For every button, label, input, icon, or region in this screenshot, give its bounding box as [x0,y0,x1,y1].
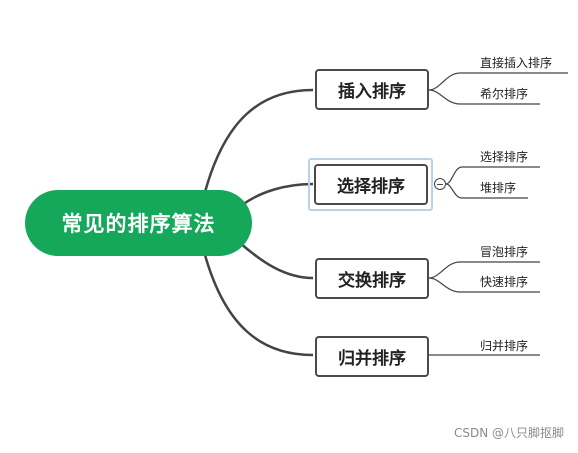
leaf-node-quick-sort[interactable]: 快速排序 [480,275,529,289]
branch-node-exchange-sort[interactable]: 交换排序 [315,258,429,299]
connector-insertion-leaf1 [428,72,568,91]
connector-selection-leaf1 [445,166,540,185]
branch-node-merge-sort[interactable]: 归并排序 [315,336,429,377]
watermark-text: CSDN @八只脚抠脚 [453,426,564,440]
root-node[interactable]: 常见的排序算法 [25,190,252,256]
leaf-node-selection-sort[interactable]: 选择排序 [480,150,529,164]
connector-selection-leaf2 [445,183,528,199]
leaf-node-heap-sort[interactable]: 堆排序 [480,181,517,195]
connector-exchange-leaf2 [428,277,540,293]
branch-node-insertion-sort[interactable]: 插入排序 [315,69,429,110]
selection-highlight-frame [308,158,433,211]
leaf-node-bubble-sort[interactable]: 冒泡排序 [480,245,529,259]
leaf-node-merge-sort[interactable]: 归并排序 [480,339,529,353]
collapse-minus-icon[interactable] [434,178,446,190]
connector-root-selection [241,182,314,207]
connector-root-exchange [239,242,314,280]
branch-node-selection-sort[interactable]: 选择排序 [314,164,428,205]
connector-exchange-leaf1 [428,261,540,279]
connector-root-merge [203,254,314,357]
connector-root-insertion [203,88,314,193]
leaf-node-straight-insertion-sort[interactable]: 直接插入排序 [480,56,553,70]
connector-insertion-leaf2 [428,89,540,105]
leaf-node-shell-sort[interactable]: 希尔排序 [480,87,529,101]
